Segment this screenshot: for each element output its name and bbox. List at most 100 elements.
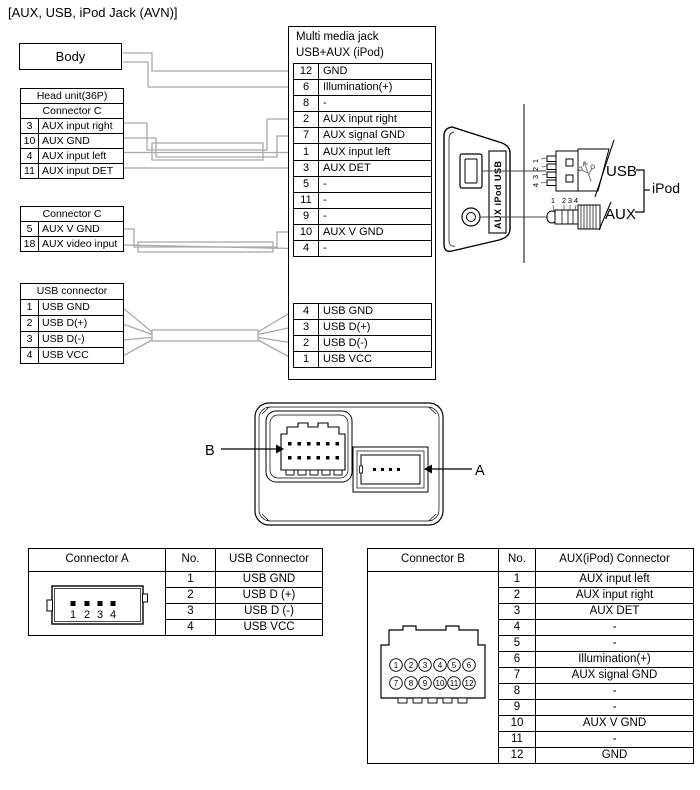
usb-plug-pin-number: 1: [531, 159, 540, 163]
shield-box-usb-cable: [151, 329, 259, 342]
pin-number: 4: [165, 619, 216, 636]
pin-label: USB D(-): [318, 335, 432, 353]
pin-label: AUX input right: [38, 118, 124, 134]
pin-number: 6: [467, 661, 472, 670]
pin-number: 1: [293, 143, 319, 161]
table-row: 9-: [368, 699, 694, 716]
column-header: No.: [165, 548, 216, 572]
page-title: [AUX, USB, iPod Jack (AVN)]: [8, 5, 178, 20]
pin-label: AUX input right: [318, 111, 432, 129]
pin-number: 1: [165, 571, 216, 588]
usb-plug-body: [577, 148, 610, 192]
table-row: 1 2 3 4 5 6 7 8 9 10 11 12 1: [367, 571, 694, 764]
usb-plug-pin-numbers: 1 2 3 4: [531, 159, 540, 187]
pin-label: Illumination(+): [318, 79, 432, 97]
pin-number: 4: [293, 240, 319, 258]
aux-jack-inner: [466, 212, 476, 222]
pin-label: -: [535, 731, 694, 748]
pin-number: 8: [293, 95, 319, 113]
table-row: 1 2 3 4 1 USB GND: [28, 571, 323, 636]
connector-b-pin-numbers: 1 2 3 4 5 6 7 8 9 10 11 12: [394, 661, 474, 688]
pin-number: 1: [498, 571, 536, 588]
pin-label: USB GND: [38, 299, 124, 316]
pin-label: AUX input right: [535, 587, 694, 604]
pin-label: AUX signal GND: [535, 667, 694, 684]
column-header: Connector B: [367, 548, 499, 572]
connector-a-drawing: 1 2 3 4: [46, 584, 148, 625]
usb-connector-title: USB connector: [20, 283, 124, 300]
aux-plug-pin-number: 3: [568, 196, 572, 205]
usb-plug-contact1: [565, 158, 574, 167]
arrow-a-head: [424, 464, 432, 474]
pin-number: 4: [438, 661, 443, 670]
connector-b-drawing-cell: 1 2 3 4 5 6 7 8 9 10 11 12: [367, 571, 499, 764]
panel-label-text: AUX iPod USB: [493, 160, 503, 229]
housing-corner-ticks: [261, 406, 437, 522]
connector-c-title: Connector C: [20, 206, 124, 222]
pin-number: 4: [110, 609, 116, 621]
pin-label: GND: [318, 62, 432, 81]
arrow-b-head: [276, 444, 284, 454]
connector-b-teeth: [397, 697, 468, 703]
pin-number: 2: [498, 587, 536, 604]
pin-label: AUX V GND: [535, 715, 694, 732]
pin-number: 2: [165, 587, 216, 604]
pin-label: USB VCC: [318, 351, 432, 369]
housing-outer: [254, 402, 444, 526]
usb-plug-pin3: [546, 171, 557, 178]
pin-number: 6: [498, 651, 536, 668]
table-row: 9-: [293, 207, 432, 225]
table-header-row: Connector A No. USB Connector: [28, 548, 323, 572]
pin-label: AUX DET: [535, 603, 694, 620]
connector-a-drawing-cell: 1 2 3 4: [28, 571, 166, 636]
pin-label: -: [318, 191, 432, 209]
pin-label: USB VCC: [215, 619, 323, 636]
housing-label-b: B: [205, 443, 215, 459]
table-row: 8-: [368, 683, 694, 700]
usb-plug-pin-number: 2: [531, 167, 540, 171]
pin-number: 3: [97, 609, 103, 621]
pin-label: AUX video input: [38, 236, 124, 252]
aux-plug-ring-dividers: [561, 210, 574, 224]
pin-number: 9: [293, 207, 319, 225]
pin-number: 8: [409, 679, 414, 688]
usb-port-inner: [464, 158, 478, 184]
pocket-a-mid: [356, 450, 425, 489]
column-header: No.: [498, 548, 536, 572]
connector-a-pin-numbers: 1 2 3 4: [70, 609, 116, 621]
pin-label: -: [535, 683, 694, 700]
table-row: 11-: [368, 731, 694, 748]
pin-label: -: [535, 635, 694, 652]
pin-number: 7: [394, 679, 399, 688]
housing-label-a: A: [475, 463, 485, 479]
pin-number: 1: [70, 609, 76, 621]
usb-plug-pin2: [546, 163, 557, 170]
table-row: 11-: [293, 191, 432, 209]
pin-number: 3: [498, 603, 536, 620]
pin-label: AUX input left: [318, 143, 432, 161]
pin-number: 3: [293, 159, 319, 177]
pin-label: Illumination(+): [535, 651, 694, 668]
connector-a-right-tab: [142, 593, 148, 602]
pin-number: 3: [165, 603, 216, 620]
pin-number: 1: [394, 661, 399, 670]
wire-aux-video: [122, 244, 294, 250]
usb-plug-shell: [555, 150, 579, 192]
table-row: 4-: [368, 619, 694, 636]
